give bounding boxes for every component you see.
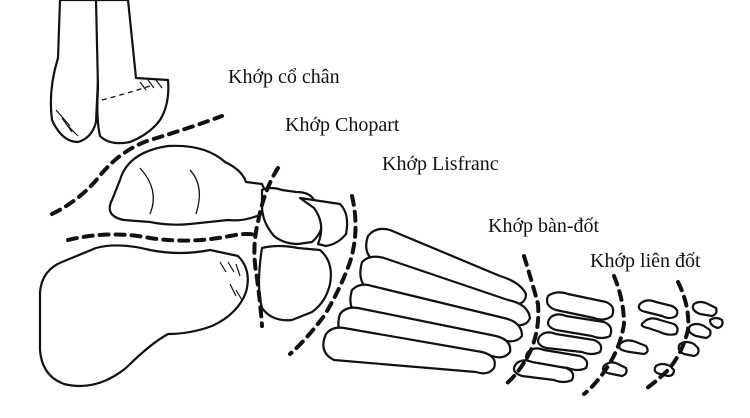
joint-lines (50, 114, 691, 396)
ip-joint-line-1 (582, 274, 627, 396)
ankle-joint-line (50, 114, 224, 216)
metatarsophalangeal-joint-label: Khớp bàn-đốt (488, 215, 600, 237)
calcaneus (38, 244, 249, 388)
mtp-joint-line (504, 254, 541, 386)
chopart-joint-line (252, 166, 280, 328)
cuboid (257, 244, 332, 322)
interphalangeal-joint-label: Khớp liên đốt (590, 250, 701, 272)
lisfranc-joint-label: Khớp Lisfranc (382, 153, 499, 175)
leg-bones (49, 0, 170, 145)
ankle-joint-label: Khớp cổ chân (228, 66, 340, 88)
metatarsals (322, 227, 532, 375)
ip-joint-line-2 (642, 280, 691, 392)
lisfranc-joint-line (288, 194, 358, 356)
navicular (260, 186, 324, 246)
chopart-joint-label: Khớp Chopart (285, 114, 400, 136)
tibia (94, 0, 170, 145)
fibula (49, 0, 102, 144)
cuneiforms (298, 196, 349, 248)
proximal-phalanges (512, 291, 615, 384)
distal-phalanges (601, 299, 724, 378)
subtalar-line (66, 232, 260, 243)
talus (108, 144, 268, 226)
